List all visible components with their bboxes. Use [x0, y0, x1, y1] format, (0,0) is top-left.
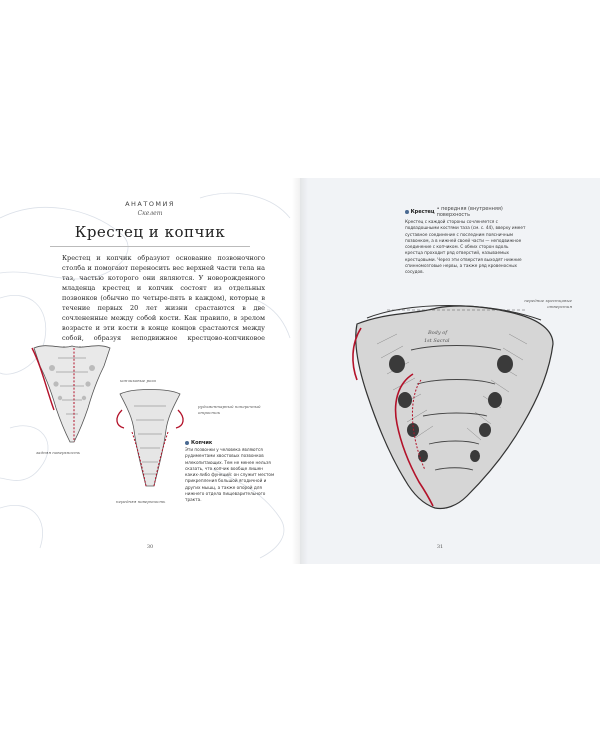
coccyx-anterior-drawing [116, 389, 184, 487]
sacrum-info-box: Крестец • передняя (внутренняя) поверхно… [405, 206, 527, 276]
label-coccygeal-cornu: копчиковые рога [120, 378, 156, 383]
coccyx-info-text: Эти позвонки у человека являются рудимен… [185, 447, 275, 503]
page-number-right: 31 [436, 544, 444, 550]
coccyx-info-title: Копчик [185, 440, 275, 446]
label-posterior-surface: задняя поверхность [36, 450, 81, 455]
coccyx-info-box: Копчик Эти позвонки у человека являются … [185, 440, 275, 504]
engraving-text-body: Body of [428, 330, 448, 336]
section-subtitle: Скелет [137, 210, 163, 217]
section-title: АНАТОМИЯ [125, 200, 175, 208]
label-anterior-surface: передняя поверхность [116, 499, 166, 504]
label-transverse-process: рудиментарный поперечный отросток [198, 404, 261, 415]
background-vertebrae-illustration [0, 192, 291, 559]
sacrum-anterior-engraving [352, 305, 554, 510]
sacrum-info-title: Крестец • передняя (внутренняя) поверхно… [405, 206, 527, 218]
sacrum-info-text: Крестец с каждой стороны сочленяется с п… [405, 219, 526, 275]
sacrum-posterior-drawing [31, 345, 111, 443]
book-gutter [292, 178, 308, 564]
heading-divider [50, 246, 250, 247]
book-spread: АНАТОМИЯ Скелет Крестец и копчик Крестец… [0, 178, 600, 564]
left-page: АНАТОМИЯ Скелет Крестец и копчик Крестец… [0, 178, 300, 564]
bullet-dot-icon [185, 441, 189, 445]
page-heading: Крестец и копчик [74, 223, 226, 241]
engraving-text-sacral: 1st Sacral [424, 338, 450, 344]
bullet-dot-icon [405, 210, 409, 214]
page-number-left: 30 [146, 544, 154, 550]
right-page: Крестец • передняя (внутренняя) поверхно… [300, 178, 600, 564]
label-sacral-foramina: передние крестцовые отверстия [524, 298, 572, 309]
